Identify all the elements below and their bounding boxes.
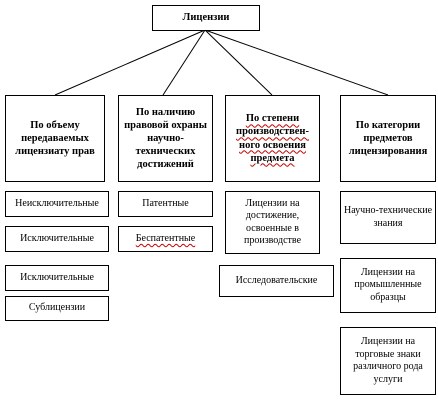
item-trademarks: Лицензии на торговые знаки различного ро… [340, 327, 436, 395]
category-licensing-subjects: По категории предметов лицензирования [340, 95, 436, 182]
connector-line-1 [54, 29, 206, 96]
item-industrial-designs: Лицензии на промышленные образцы [340, 258, 436, 313]
connector-line-3 [204, 29, 273, 96]
item-sublicenses: Сублицензии [5, 296, 109, 321]
item-scientific-knowledge: Научно-технические знания [340, 191, 436, 244]
item-non-patent: Беспатентные [118, 226, 213, 252]
category-label: По степени производствен-ного освоения п… [236, 113, 309, 164]
root-label: Лицензии [182, 12, 230, 24]
item-non-exclusive: Неисключительные [5, 191, 109, 217]
category-production-degree: По степени производствен-ного освоения п… [225, 95, 320, 182]
category-legal-protection: По наличию правовой охраны научно-технич… [118, 95, 213, 182]
connector-line-4 [204, 29, 389, 96]
item-exclusive-2: Исключительные [5, 265, 109, 291]
category-label: По объему передаваемых лицензиату прав [15, 119, 95, 158]
category-label: По наличию правовой охраны научно-технич… [124, 106, 207, 171]
item-exclusive: Исключительные [5, 226, 109, 252]
root-node: Лицензии [152, 5, 260, 31]
item-research: Исследовательские [219, 265, 334, 297]
category-label: По категории предметов лицензирования [348, 119, 428, 158]
category-volume-rights: По объему передаваемых лицензиату прав [5, 95, 105, 182]
item-production-licenses: Лицензии на достижение, освоенные в прои… [225, 191, 320, 254]
connector-line-2 [162, 29, 206, 96]
item-patent: Патентные [118, 191, 213, 217]
